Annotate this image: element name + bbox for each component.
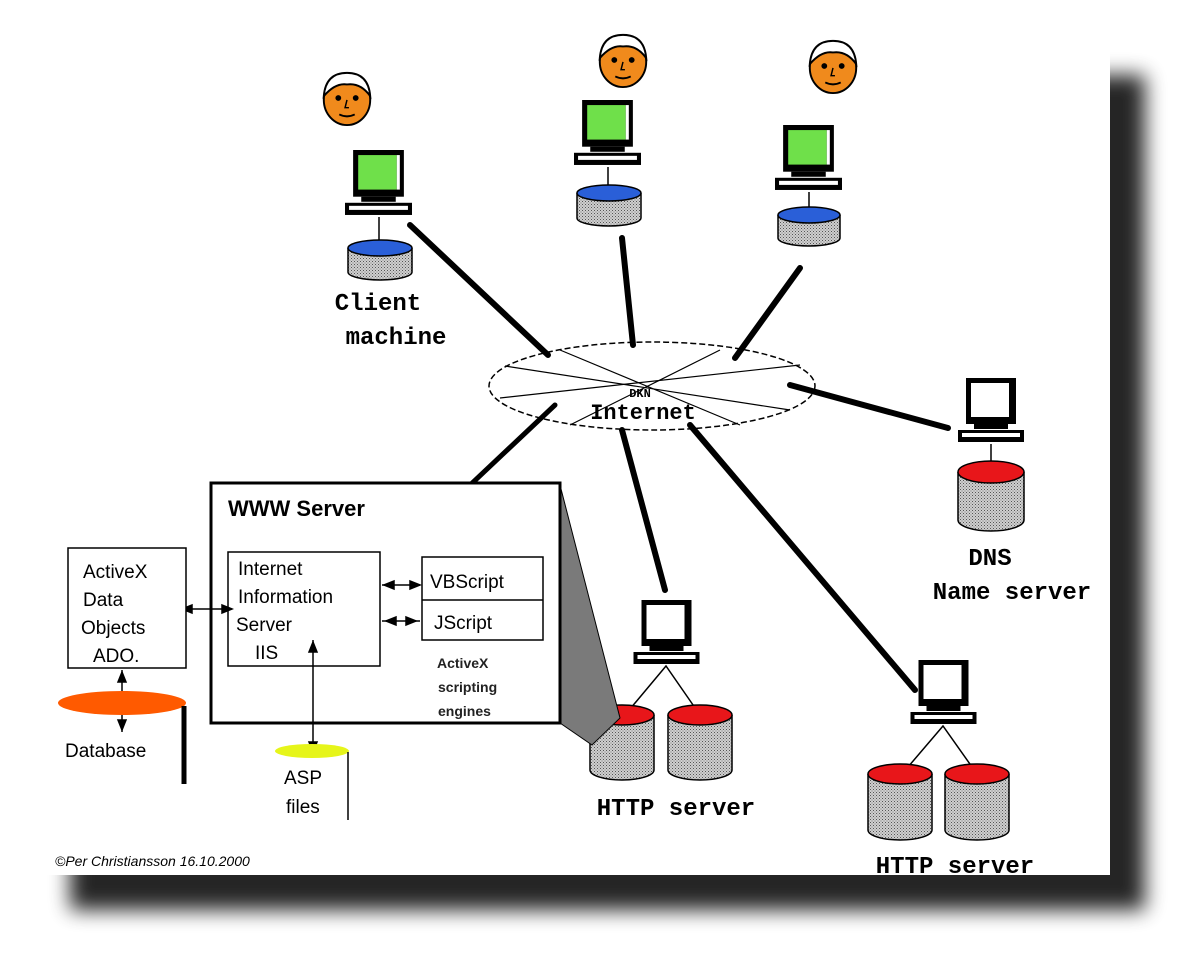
vbscript-label: VBScript [430,572,505,593]
internet-cloud: DKN Internet [488,341,816,431]
client-label-line1: Client [335,291,421,318]
asp-label: ASP files [284,768,327,818]
card [45,45,1110,875]
ado-box: ActiveX Data Objects ADO. [67,547,187,669]
database-label: Database [65,741,146,762]
disk-icon [576,184,642,227]
network-links [377,222,951,693]
ado-label: ActiveX Data Objects ADO. [81,562,153,667]
client-3 [775,39,858,247]
disk-icon [777,206,841,247]
dns-label-line2: Name server [933,580,1091,607]
disk-icon [957,460,1025,532]
http-server-2-label: HTTP server [876,854,1034,881]
copyright: ©Per Christiansson 16.10.2000 [55,853,250,869]
computer-icon [910,660,977,724]
computer-icon [633,600,700,664]
disk-icon [347,239,413,281]
iis-box [227,551,381,667]
user-face-icon [322,71,372,127]
database: Database [58,691,187,784]
jscript-label: JScript [434,613,493,634]
database-disk-icon [58,691,186,715]
http-server-2: HTTP server [867,660,1034,881]
internet-label: Internet [590,401,696,426]
user-face-icon [598,33,648,89]
asp-files: ASP files [275,744,349,820]
computer-icon [958,378,1024,442]
dns-label-line1: DNS [968,546,1011,573]
scripting-engines-label: ActiveX scripting engines [437,655,501,719]
computer-icon [775,125,842,190]
iis-label: Internet Information Server IIS [236,559,338,664]
disk-icon [944,763,1010,841]
disk-icon [667,704,733,781]
www-server-title: WWW Server [228,496,365,521]
client-label-line2: machine [346,325,447,352]
computer-icon [345,150,412,215]
internet-label-dkn: DKN [629,387,651,401]
dns-server: DNS Name server [933,378,1091,607]
asp-disk-icon [275,744,349,758]
http-server-1-label: HTTP server [597,796,755,823]
client-1: Client machine [322,71,447,352]
computer-icon [574,100,641,165]
www-server-box: WWW Server Internet Information Server I… [116,481,562,755]
user-face-icon [808,39,858,95]
client-2 [574,33,648,227]
disk-icon [867,763,933,841]
scripting-box [421,556,544,641]
